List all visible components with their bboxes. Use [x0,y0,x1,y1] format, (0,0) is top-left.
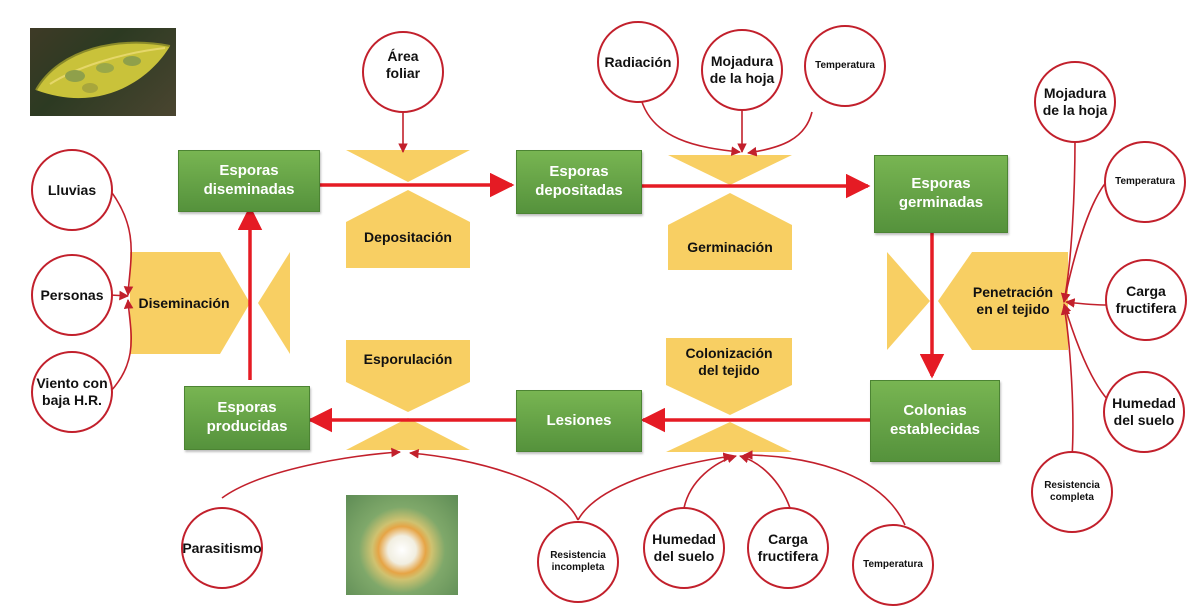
connector-carga-pen [1065,298,1109,308]
gate-penetracion-right [938,252,1068,350]
factor-humedad-pen: Humedad del suelo [1112,395,1176,428]
circle-carga-pen [1105,259,1187,341]
connector-humedad-col [683,453,737,509]
gate-depositacion-bottom [346,190,470,268]
connector-lluvias [109,189,134,296]
connector-temperatura-pen [1061,179,1109,303]
box-esporas-diseminadas: Esporas diseminadas [178,150,320,212]
factor-personas: Personas [40,286,104,303]
factor-resistencia-completa: Resistencia completa [1044,480,1100,503]
gate-colonizacion-top [666,338,792,415]
circle-temperatura-pen [1104,141,1186,223]
gate-diseminacion-left [130,252,250,354]
circle-resistencia-pen [1031,451,1113,533]
factor-humedad-col: Humedad del suelo [652,531,716,564]
circle-area-foliar [362,31,444,113]
lesion-photo [346,495,458,595]
factor-resistencia-incompleta: Resistencia incompleta [550,550,606,573]
process-esporulacion: Esporulación [363,350,453,367]
circle-carga-col [747,507,829,589]
process-penetracion: Penetración en el tejido [972,284,1054,317]
factor-temperatura-germ: Temperatura [815,60,875,71]
connector-resistencia-col [577,452,733,521]
box-colonias-establecidas: Colonias establecidas [870,380,1000,462]
connector-resistencia-pen [1060,305,1074,459]
connector-carga-col [739,453,791,509]
connector-parasitismo [221,447,401,499]
factor-carga-pen: Carga fructifera [1115,283,1177,316]
factor-temperatura-pen: Temperatura [1115,176,1175,187]
connector-resistencia-esp [409,448,579,521]
connector-radiacion [639,94,741,156]
connector-humedad-pen [1061,303,1109,401]
factor-temperatura-col: Temperatura [863,559,923,570]
box-lesiones: Lesiones [516,390,642,452]
leaf-photo [30,28,176,116]
circle-parasitismo [181,507,263,589]
process-depositacion: Depositación [364,228,452,245]
gate-penetracion-left [887,252,930,350]
factor-mojadura-germ: Mojadura de la hoja [709,53,775,86]
connector-personas [109,290,129,301]
circle-humedad-col [643,507,725,589]
box-esporas-producidas: Esporas producidas [184,386,310,450]
gate-depositacion-top [346,150,470,182]
circle-resistencia-incompleta [537,521,619,603]
factor-lluvias: Lluvias [47,181,97,198]
gate-germinacion-top [668,155,792,185]
circle-mojadura-pen [1034,61,1116,143]
process-germinacion: Germinación [687,238,773,255]
circle-radiacion [597,21,679,103]
box-esporas-germinadas: Esporas germinadas [874,155,1008,233]
circle-mojadura-germ [701,29,783,111]
gate-diseminacion-right [258,252,290,354]
gate-germinacion-bottom [668,193,792,270]
factor-area-foliar: Área foliar [385,48,421,81]
factor-mojadura-pen: Mojadura de la hoja [1042,85,1108,118]
circle-viento [31,351,113,433]
circle-temperatura-col [852,524,934,606]
circle-humedad-pen [1103,371,1185,453]
factor-viento: Viento con baja H.R. [36,375,108,408]
gate-esporulacion-top [346,340,470,412]
factor-carga-col: Carga fructifera [757,531,819,564]
circle-personas [31,254,113,336]
gate-esporulacion-bottom [346,418,470,450]
connector-viento [109,299,134,393]
connector-temperatura-col [743,450,906,526]
factor-parasitismo: Parasitismo [182,539,262,556]
factor-radiacion: Radiación [604,53,672,70]
connector-mojadura-pen [1060,139,1076,303]
connector-temperatura-germ [747,111,813,157]
process-colonizacion: Colonización del tejido [685,345,773,378]
gate-colonizacion-bottom [666,422,792,452]
circle-lluvias [31,149,113,231]
box-esporas-depositadas: Esporas depositadas [516,150,642,214]
circle-temperatura-germ [804,25,886,107]
process-diseminacion: Diseminación [138,294,230,311]
